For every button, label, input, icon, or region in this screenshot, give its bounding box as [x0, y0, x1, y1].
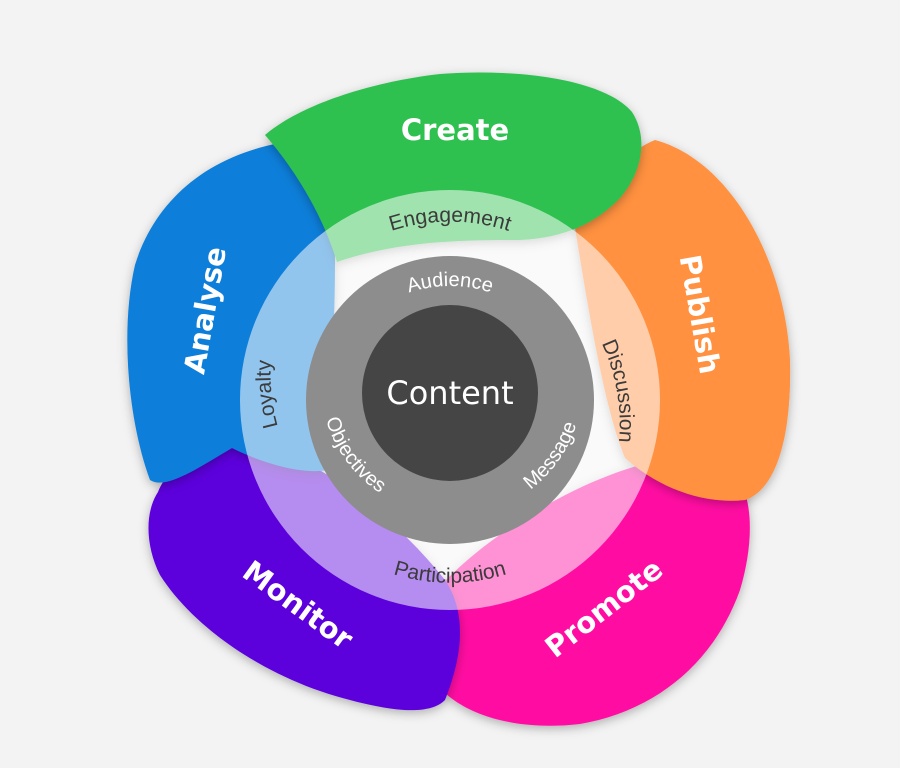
- content-label: Content: [386, 374, 513, 412]
- content-center: [362, 305, 538, 481]
- petal-monitor: [148, 445, 460, 711]
- create-label: Create: [401, 113, 509, 147]
- petal-promote: [425, 455, 750, 726]
